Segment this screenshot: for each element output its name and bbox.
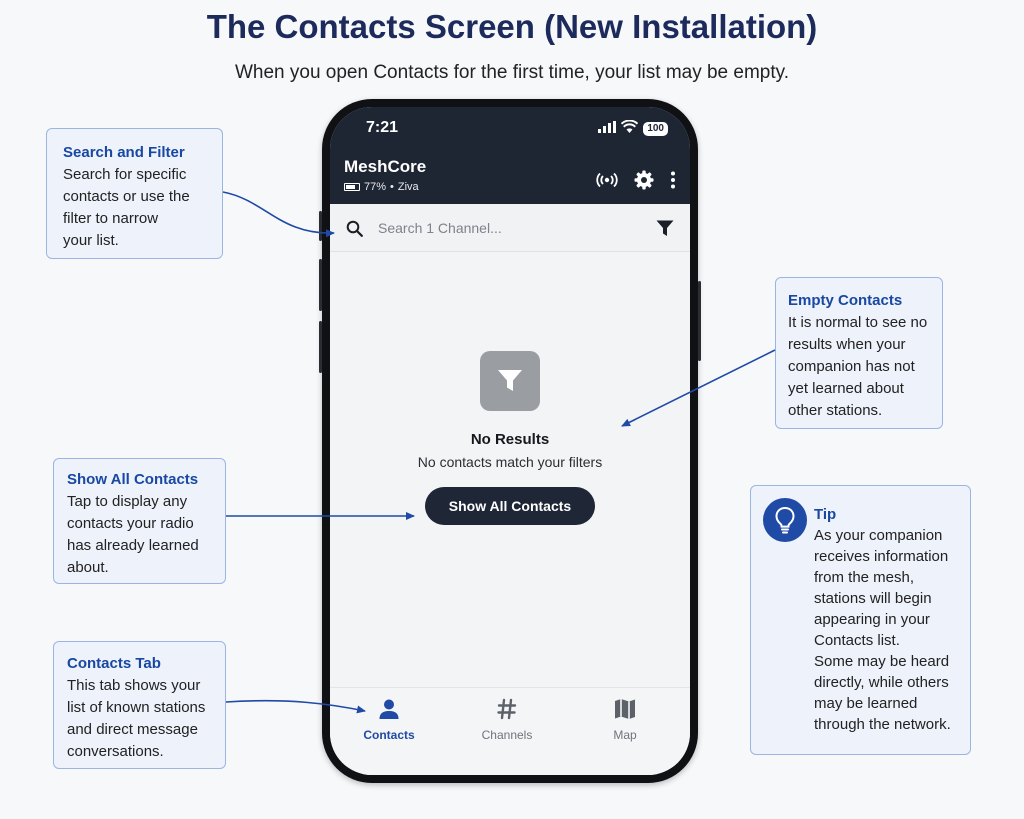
tab-map[interactable]: Map: [575, 698, 675, 742]
tab-contacts-label: Contacts: [363, 728, 415, 742]
search-bar: [330, 204, 690, 252]
callout-title: Tip: [814, 506, 837, 523]
device-status: 77% • Ziva: [344, 181, 419, 193]
callout-line: has already learned: [67, 537, 199, 554]
page-subtitle: When you open Contacts for the first tim…: [234, 62, 790, 83]
callout-tip: Tip As your companion receives informati…: [750, 485, 971, 755]
battery-percent: 77%: [364, 181, 387, 193]
empty-state-message: No contacts match your filters: [417, 454, 603, 470]
callout-title: Show All Contacts: [67, 471, 199, 488]
callout-line: Search for specific: [63, 166, 187, 183]
callout-line: other stations.: [788, 402, 883, 419]
phone-volume-down: [319, 321, 322, 373]
callout-line: contacts or use the: [63, 188, 190, 205]
search-input[interactable]: [378, 215, 638, 241]
callout-line: appearing in your: [814, 611, 930, 628]
callout-line: Tap to display any: [67, 493, 188, 510]
status-time: 7:21: [366, 119, 399, 136]
callout-contacts-tab: Contacts Tab This tab shows your list of…: [53, 641, 226, 769]
tab-contacts[interactable]: Contacts: [339, 698, 439, 742]
callout-show-all-contacts: Show All Contacts Tap to display any con…: [53, 458, 226, 584]
phone-power-button: [698, 281, 701, 361]
battery-icon: 100: [643, 122, 668, 136]
callout-line: contacts your radio: [67, 515, 194, 532]
callout-line: directly, while others: [814, 674, 949, 691]
callout-line: This tab shows your: [67, 677, 201, 694]
callout-line: It is normal to see no: [788, 314, 928, 331]
person-icon: [339, 698, 439, 722]
tab-channels[interactable]: Channels: [457, 698, 557, 742]
callout-line: may be learned: [814, 695, 918, 712]
callout-line: companion has not: [788, 358, 915, 375]
callout-line: your list.: [63, 232, 119, 249]
phone-mockup: 7:21 100 MeshCore 77% • Ziva: [319, 99, 701, 783]
app-bar: 7:21 100 MeshCore 77% • Ziva: [330, 107, 690, 204]
callout-line: receives information: [814, 548, 949, 565]
lightbulb-icon: [763, 498, 807, 542]
callout-title: Search and Filter: [63, 144, 185, 161]
signal-icon: [598, 120, 617, 138]
callout-line: and direct message: [67, 721, 198, 738]
search-icon: [346, 220, 363, 242]
arrow-search-filter: [222, 191, 335, 238]
callout-line: results when your: [788, 336, 906, 353]
app-bar-actions: [596, 170, 676, 190]
callout-search-filter: Search and Filter Search for specific co…: [46, 128, 223, 259]
callout-title: Contacts Tab: [67, 655, 161, 672]
callout-line: list of known stations: [67, 699, 206, 716]
wifi-icon: [621, 119, 639, 138]
page-title: The Contacts Screen (New Installation): [206, 8, 818, 45]
separator-dot: •: [390, 181, 394, 193]
tab-map-label: Map: [613, 728, 637, 742]
map-icon: [575, 698, 675, 722]
filter-icon[interactable]: [656, 220, 674, 242]
callout-line: about.: [67, 559, 109, 576]
status-icons: 100: [598, 119, 668, 138]
more-vertical-icon[interactable]: [670, 171, 676, 189]
gear-icon[interactable]: [634, 170, 654, 190]
callout-line: yet learned about: [788, 380, 904, 397]
show-all-contacts-button[interactable]: Show All Contacts: [425, 487, 595, 525]
phone-volume-up: [319, 259, 322, 311]
callout-empty-contacts: Empty Contacts It is normal to see no re…: [775, 277, 943, 429]
device-name: Ziva: [397, 181, 419, 193]
hash-icon: [457, 698, 557, 722]
callout-line: from the mesh,: [814, 569, 915, 586]
battery-small-icon: [344, 183, 360, 191]
callout-line: As your companion: [814, 527, 943, 544]
callout-line: stations will begin: [814, 590, 932, 607]
broadcast-icon[interactable]: [596, 172, 618, 188]
callout-line: conversations.: [67, 743, 164, 760]
tab-channels-label: Channels: [481, 728, 533, 742]
empty-state: No Results No contacts match your filter…: [330, 351, 690, 525]
callout-line: Some may be heard: [814, 653, 950, 670]
phone-mute-switch: [319, 211, 322, 241]
empty-state-title: No Results: [470, 431, 550, 448]
filter-empty-icon: [480, 351, 540, 411]
bottom-nav: Contacts Channels Map: [330, 687, 690, 775]
callout-title: Empty Contacts: [788, 292, 903, 309]
callout-line: through the network.: [814, 716, 951, 733]
callout-line: Contacts list.: [814, 632, 900, 649]
app-name: MeshCore: [344, 157, 427, 176]
callout-line: filter to narrow: [63, 210, 159, 227]
phone-screen: 7:21 100 MeshCore 77% • Ziva: [330, 107, 690, 775]
